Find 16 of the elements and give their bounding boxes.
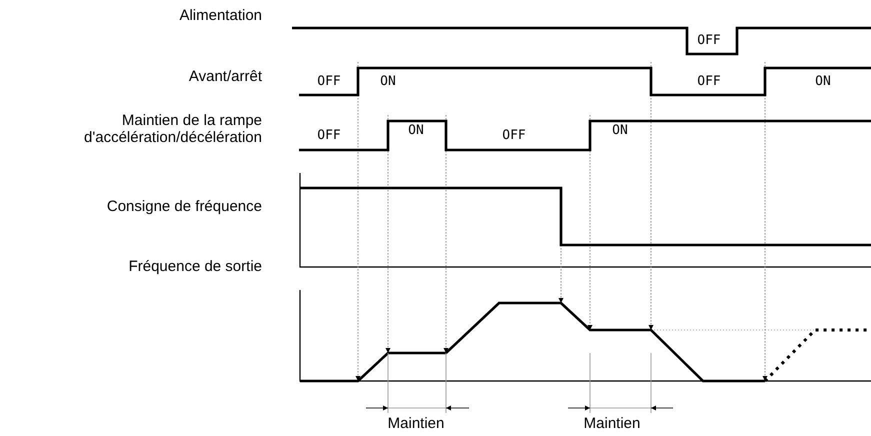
signal-label: Alimentation xyxy=(178,8,262,24)
state-label: OFF xyxy=(317,75,341,90)
state-label: OFF xyxy=(317,129,341,144)
dimension-label: Maintien xyxy=(388,416,444,432)
state-label: ON xyxy=(612,124,628,138)
state-label: ON xyxy=(380,75,396,90)
state-label: ON xyxy=(408,124,424,138)
signal-label: Fréquence de sortie xyxy=(128,259,262,276)
state-label: OFF xyxy=(697,34,721,48)
state-label: OFF xyxy=(502,129,526,144)
signal-label: Avant/arrêt xyxy=(188,69,262,86)
state-label: ON xyxy=(815,75,831,90)
signal-label: Maintien de la rampe d'accélération/décélération xyxy=(83,113,262,146)
dimension-label: Maintien xyxy=(584,416,640,432)
signal-label: Consigne de fréquence xyxy=(106,199,262,216)
state-label: OFF xyxy=(697,75,721,90)
